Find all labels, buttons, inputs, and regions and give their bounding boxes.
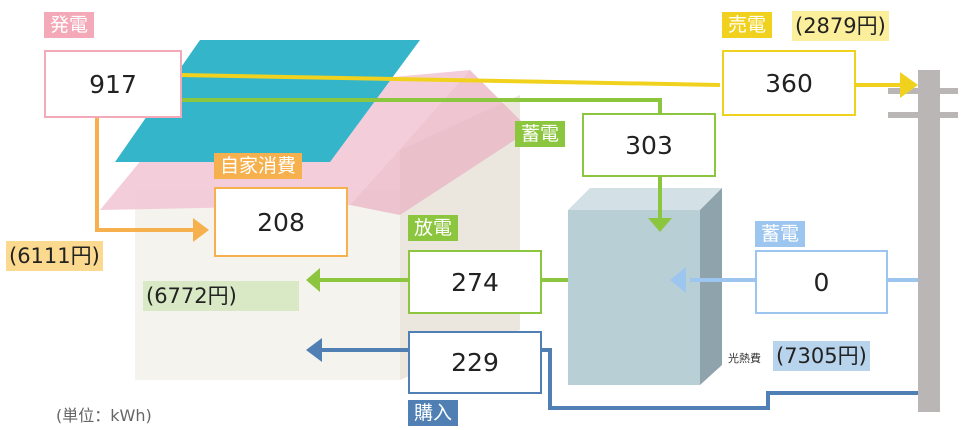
- discharge-label: 放電: [408, 215, 459, 241]
- utility-yen: (7305円): [773, 341, 870, 371]
- storage-battery-front: [568, 210, 700, 385]
- utility-pole: [918, 70, 940, 412]
- purchase-arrow-icon: [306, 338, 322, 362]
- grid-storage-value: 0: [755, 250, 888, 314]
- utility-label: 光熱費: [728, 352, 761, 365]
- self-consumption-yen: (6111円): [6, 241, 103, 271]
- self-arrow-icon: [193, 218, 209, 242]
- storage-charge-value: 303: [582, 113, 716, 177]
- generation-value: 917: [44, 50, 182, 118]
- house-roof-side: [350, 70, 530, 215]
- self-consumption-value: 208: [214, 187, 348, 257]
- grid-storage-arrow-icon: [670, 267, 686, 293]
- purchase-value: 229: [408, 331, 542, 394]
- self-consumption-label: 自家消費: [214, 153, 303, 179]
- discharge-yen: (6772円): [143, 281, 299, 311]
- grid-storage-label: 蓄電: [755, 221, 806, 247]
- storage-battery-side: [700, 188, 722, 385]
- storage-charge-label: 蓄電: [515, 121, 566, 147]
- purchase-label: 購入: [408, 400, 459, 426]
- charge-arrow-icon: [648, 218, 672, 232]
- sale-arrow-icon: [900, 72, 918, 98]
- sale-label: 売電: [722, 12, 773, 38]
- sale-value: 360: [722, 50, 856, 116]
- unit-note: (単位：kWh): [56, 406, 152, 425]
- discharge-value: 274: [408, 250, 542, 314]
- sale-yen: (2879円): [792, 11, 889, 41]
- storage-battery-top: [568, 188, 722, 210]
- discharge-arrow-icon: [306, 268, 320, 292]
- generation-label: 発電: [44, 12, 95, 38]
